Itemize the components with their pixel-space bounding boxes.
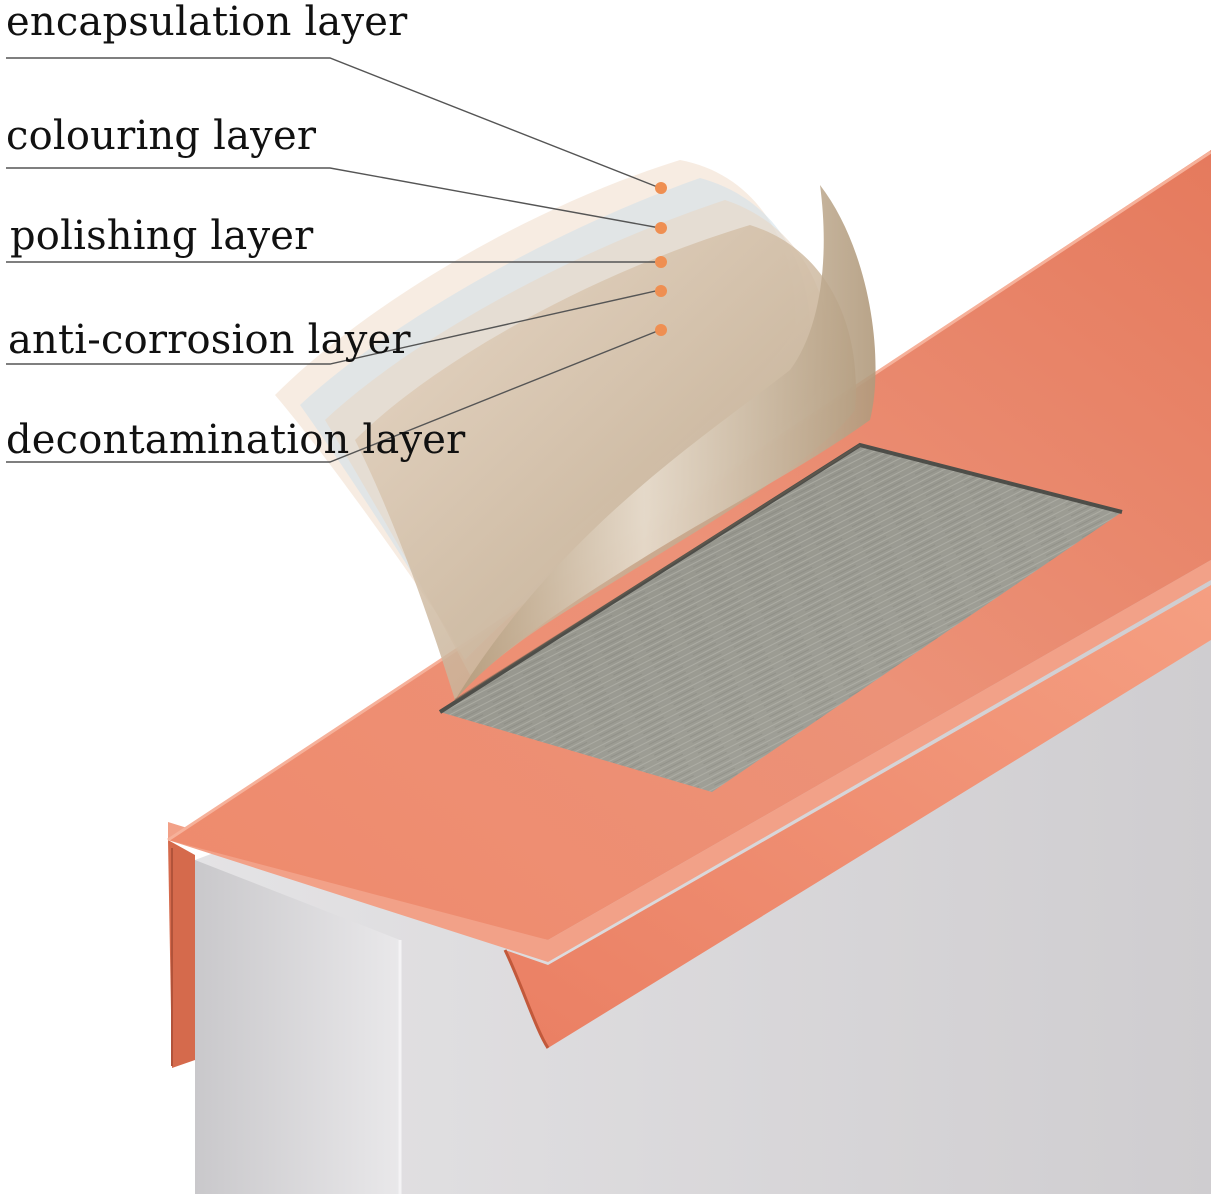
profile-front-lip xyxy=(168,560,1211,1068)
leader-lines xyxy=(6,57,661,463)
label-anti-corrosion-layer: anti-corrosion layer xyxy=(8,317,411,363)
marker-colouring xyxy=(655,222,667,234)
label-encapsulation-layer: encapsulation layer xyxy=(6,0,408,45)
label-colouring-layer: colouring layer xyxy=(6,113,317,159)
label-decontamination-layer: decontamination layer xyxy=(6,417,466,463)
marker-decontamination xyxy=(655,324,667,336)
leader-encapsulation xyxy=(6,57,661,189)
layer-markers xyxy=(655,182,667,336)
peeling-layers xyxy=(275,160,876,701)
leader-anti-corrosion xyxy=(6,289,661,365)
label-polishing-layer: polishing layer xyxy=(10,213,314,259)
leader-decontamination xyxy=(6,329,661,463)
marker-anti-corrosion xyxy=(655,285,667,297)
marker-polishing xyxy=(655,256,667,268)
marker-encapsulation xyxy=(655,182,667,194)
leader-colouring xyxy=(6,167,661,229)
